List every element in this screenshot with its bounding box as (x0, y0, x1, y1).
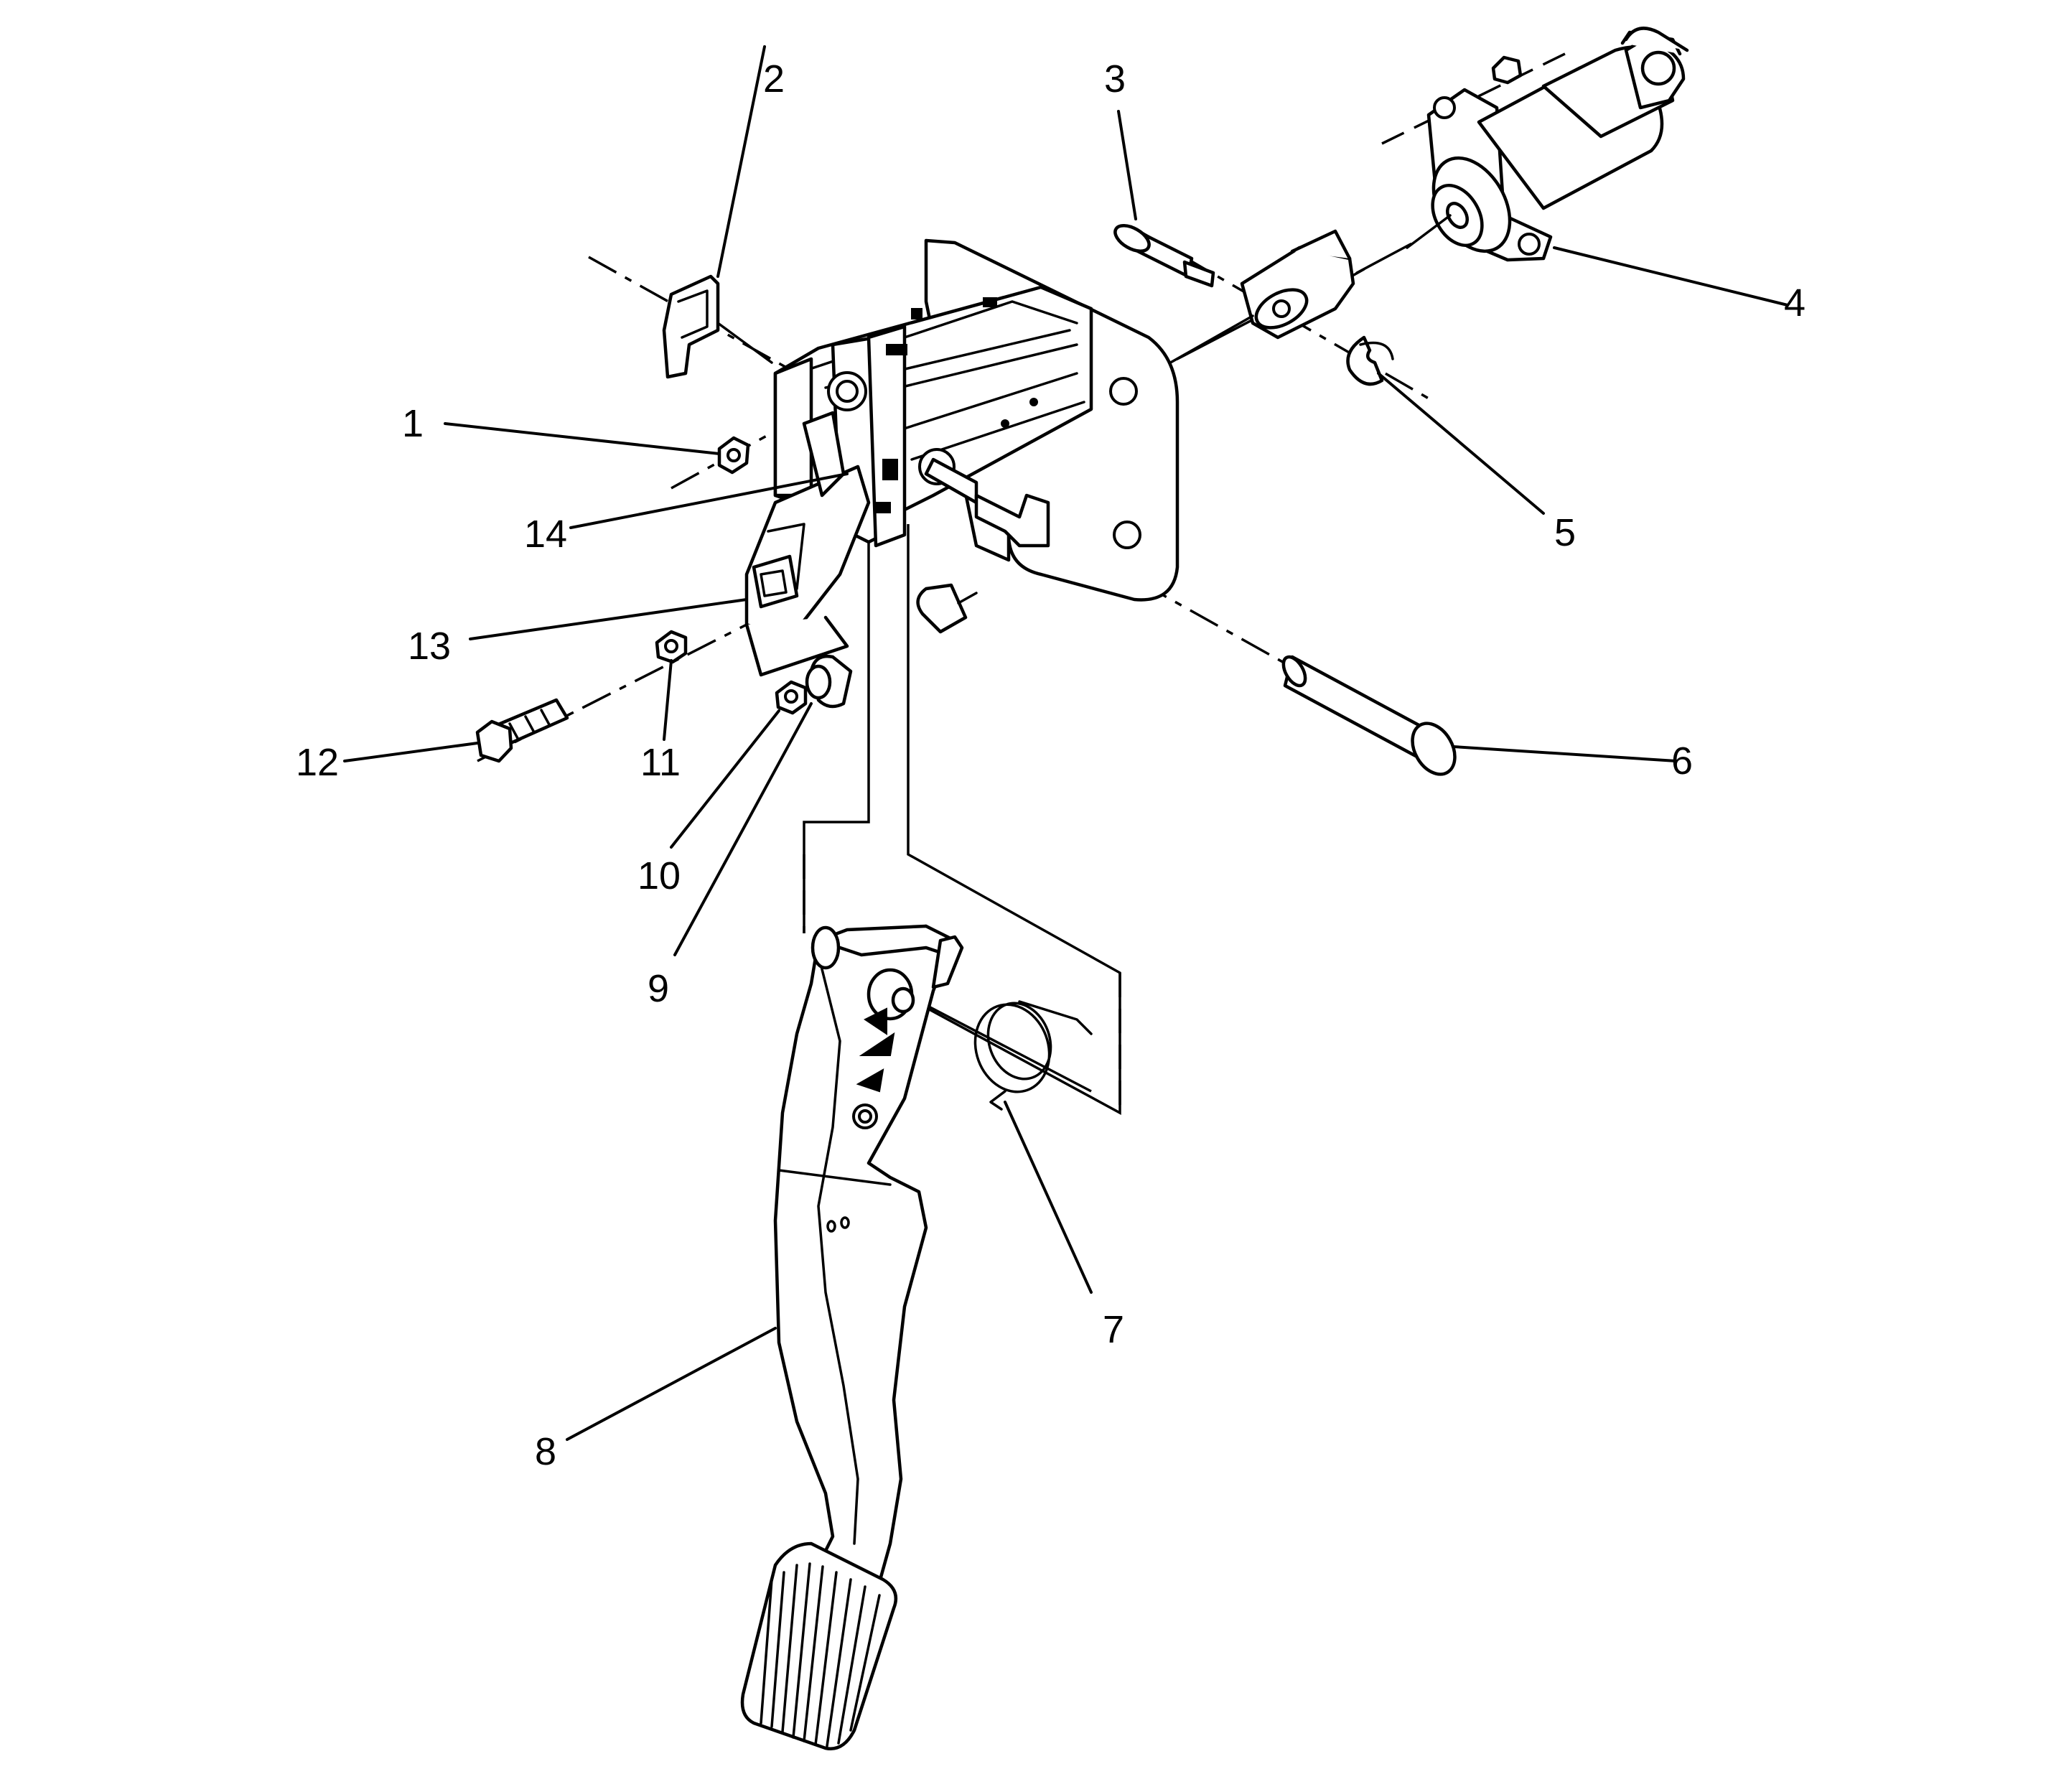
callout-2: 2 (763, 57, 785, 101)
pedal-clip (662, 274, 720, 379)
callout-12: 12 (296, 741, 339, 784)
return-spring (973, 1000, 1093, 1111)
clutch-pedal-arm (740, 924, 964, 1750)
assembly-axes (477, 49, 1573, 1115)
callout-5: 5 (1554, 511, 1576, 554)
leader-lines (343, 45, 1789, 1441)
pedal-bracket (744, 238, 1180, 677)
callouts: 1 2 3 4 5 6 7 8 9 10 11 12 13 14 (296, 57, 1806, 1473)
pedal-switch (916, 583, 978, 634)
pivot-bolt (1281, 655, 1457, 776)
callout-3: 3 (1104, 57, 1126, 101)
retaining-clip (1346, 335, 1394, 386)
callout-13: 13 (408, 625, 451, 668)
callout-1: 1 (402, 402, 424, 445)
pushrod-clevis (1240, 229, 1355, 340)
callout-7: 7 (1103, 1308, 1124, 1351)
callout-10: 10 (637, 854, 681, 897)
callout-4: 4 (1784, 281, 1806, 325)
callout-6: 6 (1671, 739, 1693, 783)
callout-14: 14 (524, 513, 567, 556)
mounting-bolt (475, 698, 569, 763)
callout-8: 8 (535, 1430, 556, 1473)
clutch-master-cylinder (1305, 27, 1689, 303)
bracket-fasteners (655, 436, 853, 715)
callout-9: 9 (648, 967, 669, 1010)
clevis-pin (1113, 223, 1215, 288)
callout-11: 11 (640, 741, 681, 784)
